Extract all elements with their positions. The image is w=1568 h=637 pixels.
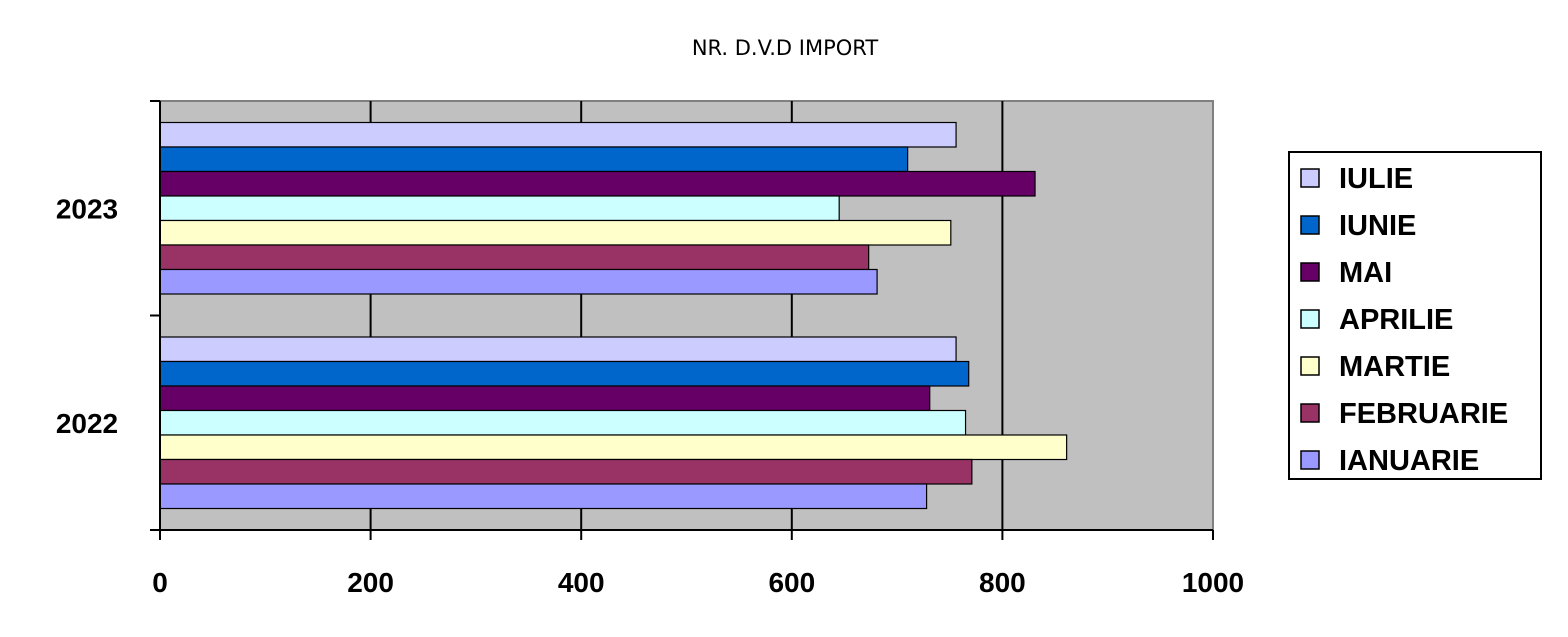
x-tick-label: 400: [558, 567, 605, 598]
bar: [159, 244, 870, 271]
legend-swatch: [1300, 215, 1320, 235]
x-tick-label: 800: [979, 567, 1026, 598]
legend-label: FEBRUARIE: [1339, 398, 1508, 430]
bar: [159, 336, 957, 363]
legend-label: IANUARIE: [1339, 445, 1479, 477]
legend: IULIE IUNIE MAI APRILIE MARTIE FEBRUARIE IANUA…: [1288, 151, 1542, 480]
x-tick-label: 0: [152, 567, 168, 598]
bars: [159, 121, 1068, 510]
bar: [159, 385, 931, 412]
category-label: 2023: [56, 193, 118, 224]
x-tick-label: 1000: [1182, 567, 1244, 598]
bar: [159, 409, 967, 436]
legend-swatch: [1300, 403, 1320, 423]
bar: [159, 268, 878, 295]
x-tick-label: 600: [768, 567, 815, 598]
bar: [159, 146, 909, 173]
category-label: 2022: [56, 408, 118, 439]
legend-label: MARTIE: [1339, 351, 1450, 383]
legend-label: MAI: [1339, 257, 1392, 289]
legend-box: [1288, 151, 1542, 480]
legend-swatch: [1300, 450, 1320, 470]
legend-swatch: [1300, 309, 1320, 329]
x-tick-label: 200: [347, 567, 394, 598]
bar: [159, 195, 840, 222]
bar: [159, 483, 928, 510]
bar: [159, 121, 957, 148]
legend-swatch: [1300, 262, 1320, 282]
legend-swatch: [1300, 168, 1320, 188]
bar: [159, 434, 1068, 461]
legend-label: APRILIE: [1339, 304, 1453, 336]
bar: [159, 170, 1036, 197]
category-labels: 2023 2022: [56, 193, 118, 439]
chart-title: NR. D.V.D IMPORT: [692, 36, 878, 60]
axes: [150, 100, 1214, 540]
bar: [159, 360, 970, 387]
bar: [159, 219, 952, 246]
legend-label: IUNIE: [1339, 210, 1416, 242]
bar: [159, 458, 973, 485]
legend-swatch: [1300, 356, 1320, 376]
x-tick-labels: 0 200 400 600 800 1000: [152, 567, 1244, 598]
legend-label: IULIE: [1339, 163, 1413, 195]
